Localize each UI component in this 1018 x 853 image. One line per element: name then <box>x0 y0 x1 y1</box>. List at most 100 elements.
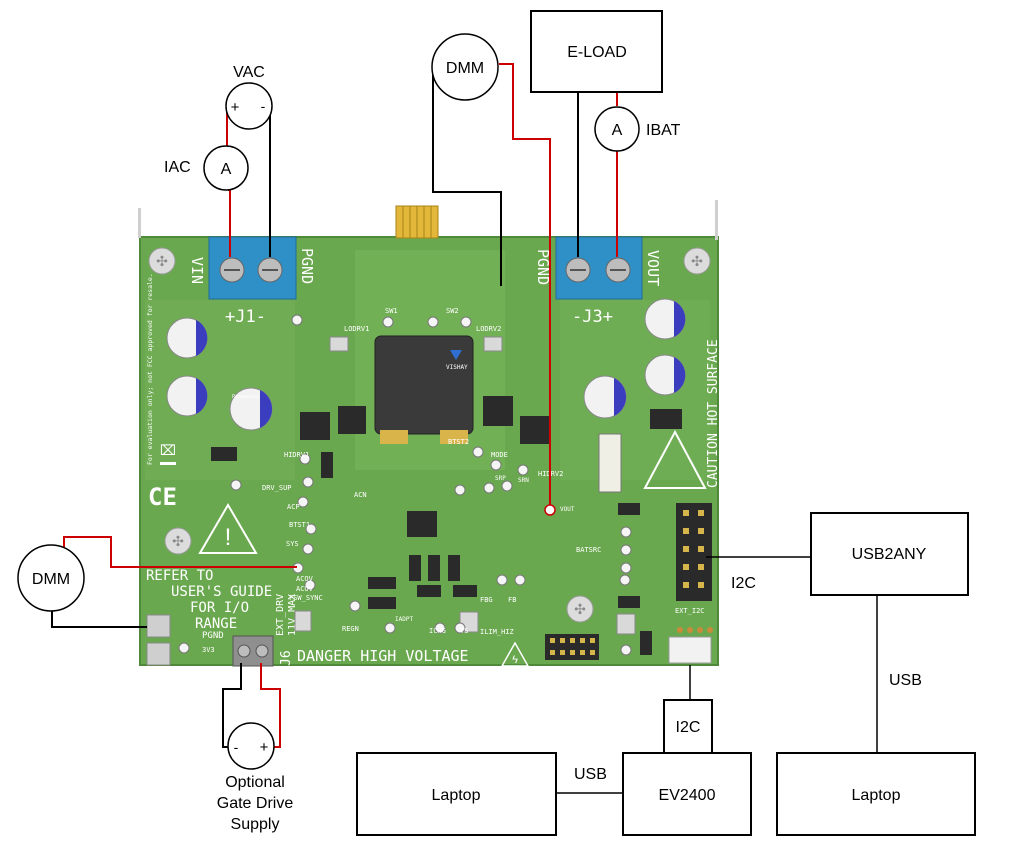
i2c-usb2any-label: I2C <box>731 575 756 592</box>
gate-minus-sign: - <box>234 739 239 755</box>
i2c-ev2400-label: I2C <box>676 719 701 736</box>
srp-label: SRP <box>495 475 506 482</box>
ammeter-symbol: A <box>612 122 623 139</box>
svg-text:✣: ✣ <box>691 253 703 269</box>
regn-label: REGN <box>342 625 359 633</box>
ichg-label: ICHG <box>429 627 446 635</box>
caution-label: CAUTION HOT SURFACE <box>706 339 721 488</box>
fb-label: FB <box>508 596 516 604</box>
test-point <box>178 314 632 656</box>
svg-text:✣: ✣ <box>172 533 184 549</box>
j1-label: +J1- <box>225 307 266 327</box>
gate-drive-supply: - + <box>227 722 275 770</box>
eload-label: E-LOAD <box>567 44 627 61</box>
iac-ammeter: A <box>203 145 249 191</box>
j6-connector <box>232 635 274 667</box>
j3-label: -J3+ <box>572 307 613 327</box>
vac-plus-sign: + <box>231 99 240 116</box>
ev2400-label: EV2400 <box>659 787 716 804</box>
usb-ev2400-label: USB <box>574 766 607 783</box>
hidrv1-label: HIDRV1 <box>284 451 309 459</box>
danger-label: DANGER HIGH VOLTAGE <box>297 647 469 665</box>
svg-text:✣: ✣ <box>156 253 168 269</box>
refer-line3: FOR I/O <box>190 600 249 616</box>
batsrc-label: BATSRC <box>576 546 601 554</box>
pgnd-left-label: PGND <box>298 248 316 284</box>
mode-label: MODE <box>491 451 508 459</box>
lodrv2-label: LODRV2 <box>476 325 501 333</box>
iac-label: IAC <box>164 159 191 176</box>
vishay-label: VISHAY <box>446 364 468 371</box>
refer-line1: REFER TO <box>146 568 213 584</box>
sw2-label: SW2 <box>446 307 459 315</box>
laptop-right-box: Laptop <box>776 752 976 836</box>
vout-tp-label: VOUT <box>560 506 575 513</box>
lodrv1-label: LODRV1 <box>344 325 369 333</box>
ce-mark: CE <box>148 483 177 511</box>
ts-label: TS <box>460 627 468 635</box>
jumper <box>321 452 652 655</box>
j3-terminal-block <box>555 236 643 300</box>
j1-terminal-block <box>208 236 297 300</box>
srn-label: SRN <box>518 477 529 484</box>
ilim-hiz-label: ILIM_HIZ <box>480 628 514 636</box>
drv-sup-label: DRV_SUP <box>262 484 292 492</box>
ibat-label: IBAT <box>646 122 681 139</box>
gate-supply-line1: Optional <box>225 774 285 791</box>
svg-text:ϟ: ϟ <box>512 654 518 666</box>
evm-board: ✣ ✣ ✣ ✣ VIN PGND +J1- P <box>138 200 721 667</box>
fsw-sync-label: FSW_SYNC <box>289 594 323 602</box>
gate-plus-sign: + <box>260 739 269 756</box>
laptop-left-label: Laptop <box>432 787 481 804</box>
dmm-top: DMM <box>431 33 499 101</box>
mounting-hole: ✣ ✣ ✣ ✣ <box>148 247 711 623</box>
laptop-right-label: Laptop <box>852 787 901 804</box>
mosfet <box>300 396 550 537</box>
sw1-label: SW1 <box>385 307 398 315</box>
v3v3-label: 3V3 <box>202 646 215 654</box>
vac-minus-sign: - <box>261 98 266 114</box>
usb2any-box: USB2ANY <box>810 512 969 596</box>
laptop-left-box: Laptop <box>356 752 557 836</box>
i2c-ev2400-box: I2C <box>663 699 713 756</box>
sys-label: SYS <box>286 540 299 548</box>
j6-label: J6 <box>279 650 294 666</box>
vdd-max-label: 11V_MAX <box>287 594 298 636</box>
cap-brand-label: Panasonic <box>232 394 259 400</box>
vin-label: VIN <box>188 257 206 284</box>
pgnd-bottom-label: PGND <box>202 631 224 641</box>
gate-supply-line2: Gate Drive <box>217 795 294 812</box>
pgnd-right-label: PGND <box>534 249 552 285</box>
gate-supply-line3: Supply <box>231 816 280 833</box>
dmm-left: DMM <box>17 544 85 612</box>
refer-line4: RANGE <box>195 616 237 632</box>
svg-text:⌧: ⌧ <box>160 442 176 458</box>
vac-label: VAC <box>233 64 265 81</box>
dmm-top-label: DMM <box>446 60 484 77</box>
ext-drv-label: EXT_DRV <box>275 594 286 636</box>
wiring <box>51 63 878 794</box>
usb2any-label: USB2ANY <box>852 546 927 563</box>
btst1-label: BTST1 <box>289 521 310 529</box>
ibat-ammeter: A <box>594 106 640 152</box>
usb-usb2any-label: USB <box>889 672 922 689</box>
vac-source: + - <box>225 82 273 130</box>
ext-i2c-label: EXT_I2C <box>675 607 705 615</box>
ammeter-symbol: A <box>221 161 232 178</box>
eload-box: E-LOAD <box>530 10 663 93</box>
iadpt-label: IADPT <box>395 616 413 623</box>
acp-label: ACP <box>287 503 300 511</box>
refer-line2: USER'S GUIDE <box>171 584 272 600</box>
btst2-label: BTST2 <box>448 438 469 446</box>
dmm-left-label: DMM <box>32 571 70 588</box>
ev2400-box: EV2400 <box>622 752 752 836</box>
electrolytic-capacitor <box>166 298 686 431</box>
fbg-label: FBG <box>480 596 493 604</box>
svg-text:✣: ✣ <box>574 601 586 617</box>
svg-text:!: ! <box>225 524 232 551</box>
acuv-label: ACUV <box>296 585 314 593</box>
acn-label: ACN <box>354 491 367 499</box>
vout-label: VOUT <box>644 250 662 286</box>
disclaimer-text: For evaluation only; not FCC approved fo… <box>146 273 154 465</box>
